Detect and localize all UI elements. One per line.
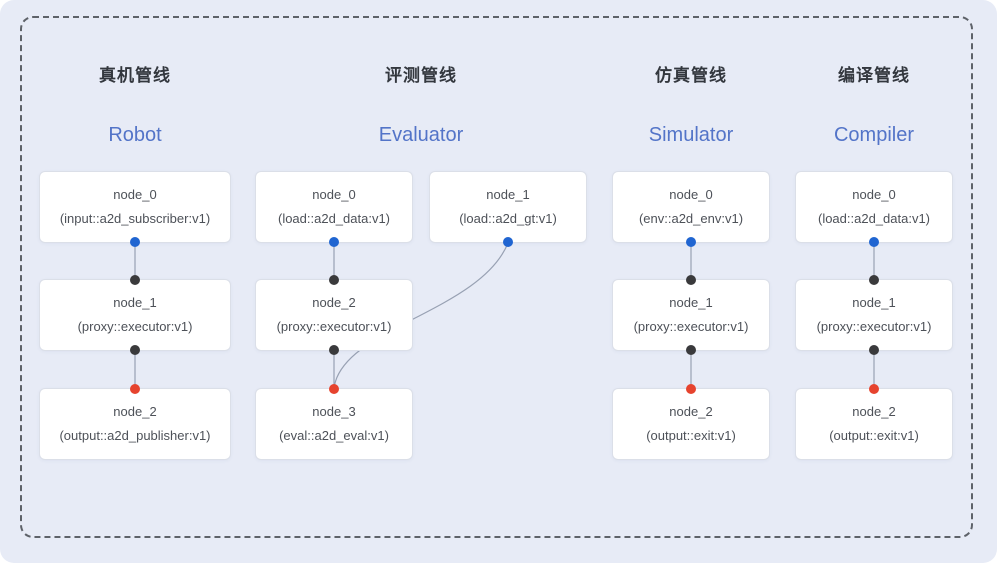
output-port-dot: [130, 345, 140, 355]
pipeline-title-zh-compiler: 编译管线: [838, 66, 910, 85]
simulator-node-1: node_1 (proxy::executor:v1): [612, 275, 770, 355]
pipeline-title-zh-evaluator: 评测管线: [385, 66, 457, 85]
output-port-dot: [329, 237, 339, 247]
evaluator-node-2: node_2 (proxy::executor:v1): [255, 275, 413, 355]
node-type: (output::a2d_publisher:v1): [59, 428, 211, 443]
node-name: node_0: [669, 187, 713, 202]
compiler-node-1: node_1 (proxy::executor:v1): [795, 275, 953, 355]
node-type: (output::exit:v1): [829, 428, 919, 443]
node-type: (input::a2d_subscriber:v1): [59, 211, 211, 226]
output-port-dot: [869, 345, 879, 355]
input-port-dot: [130, 275, 140, 285]
node-name: node_0: [312, 187, 356, 202]
input-port-dot: [686, 275, 696, 285]
input-port-dot: [686, 384, 696, 394]
pipeline-title-en-compiler: Compiler: [833, 124, 915, 146]
input-port-dot: [130, 384, 140, 394]
pipeline-title-zh-simulator: 仿真管线: [655, 66, 727, 85]
input-port-dot: [329, 275, 339, 285]
pipeline-title-zh-robot: 真机管线: [99, 66, 171, 85]
node-type: (proxy::executor:v1): [816, 319, 932, 334]
node-type: (output::exit:v1): [646, 428, 736, 443]
node-name: node_2: [669, 404, 713, 419]
pipeline-title-en-robot: Robot: [108, 124, 162, 146]
pipeline-title-en-simulator: Simulator: [648, 124, 734, 146]
robot-node-1: node_1 (proxy::executor:v1): [39, 275, 231, 355]
node-name: node_2: [312, 295, 356, 310]
node-type: (eval::a2d_eval:v1): [279, 428, 389, 443]
evaluator-node-3: node_3 (eval::a2d_eval:v1): [255, 384, 413, 460]
simulator-node-0: node_0 (env::a2d_env:v1): [612, 171, 770, 247]
output-port-dot: [869, 237, 879, 247]
node-type: (env::a2d_env:v1): [638, 211, 744, 226]
node-name: node_2: [113, 404, 157, 419]
node-type: (proxy::executor:v1): [77, 319, 193, 334]
evaluator-node-1: node_1 (load::a2d_gt:v1): [429, 171, 587, 247]
input-port-dot: [869, 275, 879, 285]
output-port-dot: [686, 345, 696, 355]
input-port-dot: [869, 384, 879, 394]
node-type: (proxy::executor:v1): [276, 319, 392, 334]
node-type: (load::a2d_data:v1): [817, 211, 931, 226]
node-name: node_0: [113, 187, 157, 202]
node-name: node_1: [486, 187, 530, 202]
pipeline-title-en-evaluator: Evaluator: [378, 124, 464, 146]
compiler-node-0: node_0 (load::a2d_data:v1): [795, 171, 953, 247]
node-type: (load::a2d_gt:v1): [459, 211, 557, 226]
edge-evaluator-1-3-curve: [333, 242, 509, 389]
node-name: node_3: [312, 404, 356, 419]
input-port-dot: [329, 384, 339, 394]
output-port-dot: [686, 237, 696, 247]
node-type: (proxy::executor:v1): [633, 319, 749, 334]
compiler-node-2: node_2 (output::exit:v1): [795, 384, 953, 460]
node-name: node_1: [852, 295, 896, 310]
simulator-node-2: node_2 (output::exit:v1): [612, 384, 770, 460]
node-name: node_1: [669, 295, 713, 310]
robot-node-0: node_0 (input::a2d_subscriber:v1): [39, 171, 231, 247]
node-name: node_2: [852, 404, 896, 419]
node-type: (load::a2d_data:v1): [277, 211, 391, 226]
node-name: node_1: [113, 295, 157, 310]
output-port-dot: [503, 237, 513, 247]
node-name: node_0: [852, 187, 896, 202]
evaluator-node-0: node_0 (load::a2d_data:v1): [255, 171, 413, 247]
robot-node-2: node_2 (output::a2d_publisher:v1): [39, 384, 231, 460]
output-port-dot: [130, 237, 140, 247]
output-port-dot: [329, 345, 339, 355]
